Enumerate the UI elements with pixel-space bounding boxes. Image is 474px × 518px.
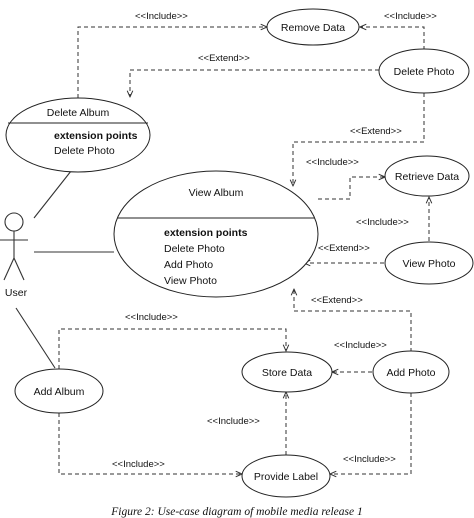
use-case-add-album[interactable]: Add Album xyxy=(14,368,104,414)
arrow-add-photo-include-provide-label xyxy=(330,393,412,474)
rel-label-delete-photo-extend-album: <<Extend>> xyxy=(198,53,250,64)
use-case-remove-data[interactable]: Remove Data xyxy=(266,8,360,46)
extension-point: Add Photo xyxy=(164,259,213,271)
rel-label-view-photo-include: <<Include>> xyxy=(356,217,409,228)
use-case-label: Add Photo xyxy=(386,367,435,379)
use-case-add-photo[interactable]: Add Photo xyxy=(372,350,450,394)
use-case-label: Retrieve Data xyxy=(395,171,459,183)
extension-point: Delete Photo xyxy=(164,243,225,255)
rel-label-add-album-include-label: <<Include>> xyxy=(112,459,165,470)
rel-label-view-photo-extend: <<Extend>> xyxy=(318,243,370,254)
use-case-delete-album[interactable]: Delete Album extension points Delete Pho… xyxy=(5,97,151,173)
arrow-delete-photo-include-remove-data xyxy=(360,27,425,50)
use-case-label: Delete Photo xyxy=(394,66,455,78)
extension-point: View Photo xyxy=(164,275,217,287)
user-actor: User xyxy=(0,212,28,299)
use-case-label: View Photo xyxy=(403,258,456,270)
use-case-title: View Album xyxy=(189,187,244,199)
rel-label-delete-photo-extend-view: <<Extend>> xyxy=(350,126,402,137)
use-case-title: Delete Album xyxy=(47,107,110,119)
use-case-store-data[interactable]: Store Data xyxy=(241,351,333,393)
assoc-user-delete-album xyxy=(33,165,76,219)
rel-label-delete-photo-include: <<Include>> xyxy=(384,11,437,22)
actor-left-leg xyxy=(3,257,15,281)
arrow-delete-photo-extend-view-album xyxy=(293,93,425,186)
use-case-label: Provide Label xyxy=(254,471,318,483)
use-case-label: Remove Data xyxy=(281,22,345,34)
actor-label: User xyxy=(5,287,28,299)
extension-points-heading: extension points xyxy=(164,227,248,239)
actor-right-leg xyxy=(13,257,25,281)
rel-label-add-photo-include-label: <<Include>> xyxy=(343,454,396,465)
use-case-label: Store Data xyxy=(262,367,312,379)
actor-head xyxy=(4,212,24,232)
rel-label-add-album-include-store: <<Include>> xyxy=(125,312,178,323)
use-case-delete-photo-top[interactable]: Delete Photo xyxy=(378,48,470,94)
arrow-delete-photo-extend-delete-album xyxy=(130,69,379,97)
arrow-view-album-include-retrieve-data xyxy=(318,177,385,200)
extension-points-heading: extension points xyxy=(54,130,138,142)
use-case-view-album[interactable]: View Album extension points Delete Photo… xyxy=(113,170,319,298)
rel-label-delete-album-include: <<Include>> xyxy=(135,11,188,22)
rel-label-view-album-include: <<Include>> xyxy=(306,157,359,168)
extension-point: Delete Photo xyxy=(54,145,115,157)
figure-caption: Figure 2: Use-case diagram of mobile med… xyxy=(110,506,362,518)
arrow-delete-album-include-remove-data xyxy=(77,27,267,98)
assoc-user-add-album xyxy=(15,307,56,369)
use-case-label: Add Album xyxy=(34,386,85,398)
use-case-retrieve-data[interactable]: Retrieve Data xyxy=(384,155,470,197)
arrow-add-photo-extend-view-album xyxy=(294,289,412,352)
use-case-provide-label[interactable]: Provide Label xyxy=(241,454,331,498)
rel-label-provide-label-include: <<Include>> xyxy=(207,416,260,427)
rel-label-add-photo-extend: <<Extend>> xyxy=(311,295,363,306)
rel-label-add-photo-include-store: <<Include>> xyxy=(334,340,387,351)
arrow-add-album-include-provide-label xyxy=(58,413,242,474)
use-case-view-photo[interactable]: View Photo xyxy=(384,241,474,285)
